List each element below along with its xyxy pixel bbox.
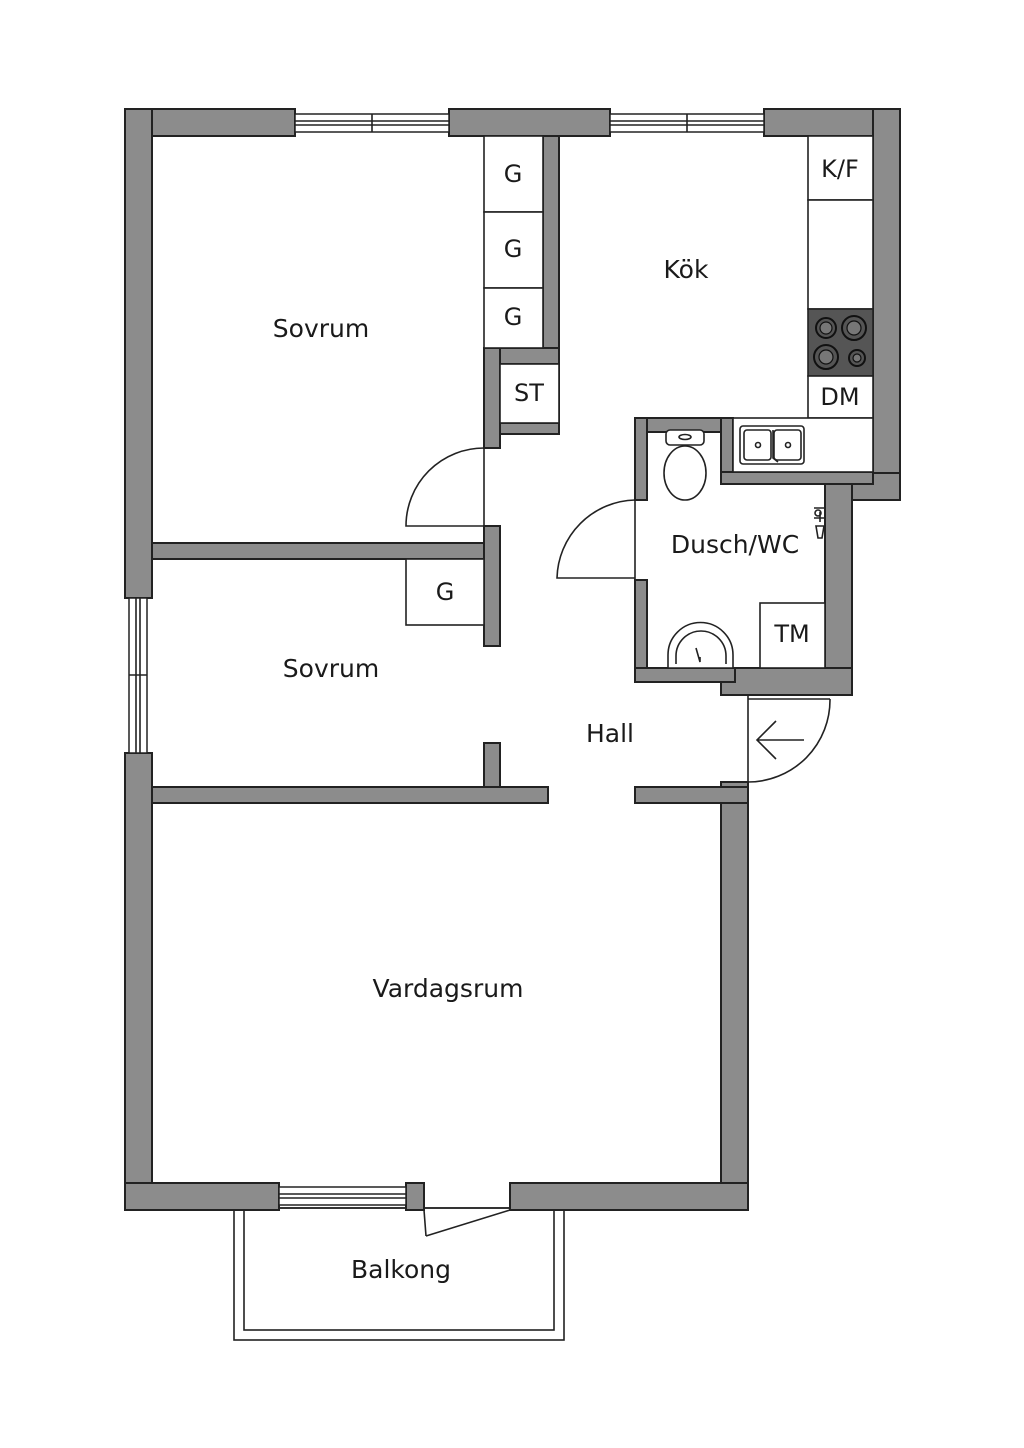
outer-walls — [124, 108, 901, 1211]
room-label-hall: Hall — [586, 719, 634, 748]
fixture-labels: G G G ST G K/F DM TM — [436, 155, 860, 648]
door-balcony — [423, 1209, 511, 1237]
room-label-living-room: Vardagsrum — [373, 974, 524, 1003]
fridge-freezer — [807, 135, 874, 201]
wardrobe-label-1: G — [504, 160, 523, 188]
shower-tap-icon — [814, 507, 826, 539]
fixtures — [405, 135, 874, 669]
window-bedroom-left — [128, 597, 148, 754]
stove-icon — [807, 308, 874, 377]
wardrobe-label-3: G — [504, 303, 523, 331]
storage-label: ST — [514, 379, 544, 407]
interior-walls — [151, 135, 874, 804]
room-label-kitchen: Kök — [664, 255, 709, 284]
room-label-bedroom-2: Sovrum — [283, 654, 379, 683]
windows — [128, 113, 765, 1206]
door-entrance — [747, 695, 831, 783]
wardrobe-2 — [483, 211, 544, 289]
dishwasher-label: DM — [820, 383, 859, 411]
balcony — [233, 1207, 565, 1341]
doors — [405, 447, 831, 1237]
washing-machine-label: TM — [773, 620, 809, 648]
window-living-bottom — [278, 1186, 407, 1206]
room-label-bedroom-1: Sovrum — [273, 314, 369, 343]
washbasin-icon — [667, 621, 734, 669]
window-bedroom-top — [294, 113, 450, 133]
dishwasher — [807, 375, 874, 419]
sink-icon — [739, 425, 805, 465]
room-labels: Sovrum Sovrum Kök Dusch/WC Hall Vardagsr… — [273, 255, 799, 1284]
wardrobe-4 — [405, 558, 485, 626]
door-bathroom — [556, 499, 636, 580]
storage-closet — [499, 363, 560, 424]
wardrobe-label-4: G — [436, 578, 455, 606]
door-bedroom-1 — [405, 447, 485, 527]
fridge-freezer-label: K/F — [821, 155, 859, 183]
room-label-bathroom: Dusch/WC — [671, 530, 799, 559]
wardrobe-3 — [483, 287, 544, 349]
kitchen-counter — [807, 199, 874, 310]
window-kitchen-top — [609, 113, 765, 133]
wardrobe-label-2: G — [504, 235, 523, 263]
room-label-balcony: Balkong — [351, 1255, 451, 1284]
washing-machine — [759, 602, 826, 669]
toilet-icon — [663, 429, 707, 501]
wardrobe-1 — [483, 135, 544, 213]
